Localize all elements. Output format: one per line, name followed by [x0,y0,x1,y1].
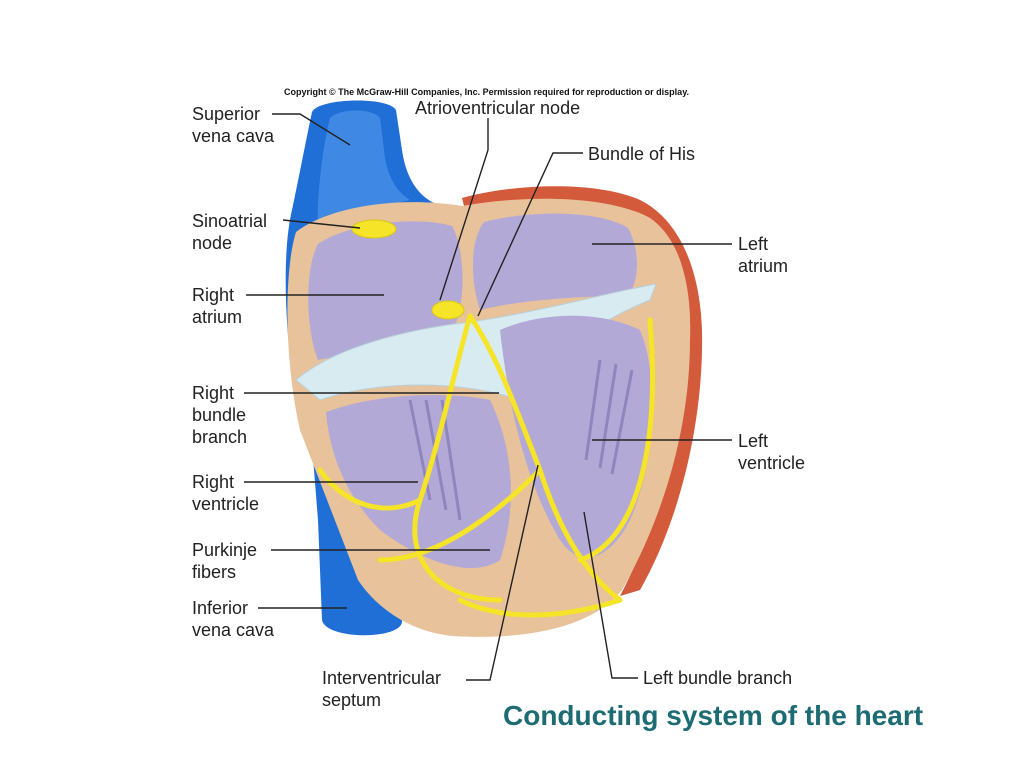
leader-sinoatrial-node [282,219,361,229]
label-interventricular-septum: Interventricular septum [322,668,442,710]
leader-left-bundle-branch [583,511,638,679]
leader-interventricular-septum [466,464,539,681]
label-right-ventricle: Right ventricle [192,472,260,514]
right-atrium-chamber [308,221,463,360]
label-atrioventricular-node: Atrioventricular node [415,98,581,118]
sinoatrial-node-shape [351,219,397,239]
label-superior-vena-cava: Superior vena cava [192,104,275,146]
leader-bundle-of-his [477,152,583,317]
atrioventricular-node-shape [431,300,465,320]
leader-atrioventricular-node [439,118,489,301]
copyright-notice: Copyright © The McGraw-Hill Companies, I… [284,87,690,97]
right-ventricle-chamber [326,395,511,569]
vena-cava-highlight [317,110,410,240]
label-left-ventricle: Left ventricle [738,431,806,473]
label-purkinje-fibers: Purkinje fibers [192,540,258,582]
conduction-system [317,313,655,618]
slide-caption: Conducting system of the heart [503,700,924,731]
label-sinoatrial-node: Sinoatrial node [192,211,268,253]
label-right-atrium: Right atrium [192,285,243,327]
label-left-bundle-branch: Left bundle branch [643,668,793,688]
valve-plane [295,283,657,401]
leader-superior-vena-cava [272,113,351,146]
label-left-atrium: Left atrium [738,234,789,276]
leader-lines [244,113,732,681]
label-bundle-of-his: Bundle of His [588,144,696,164]
label-right-bundle-branch: Right bundle branch [192,383,248,447]
label-inferior-vena-cava: Inferior vena cava [192,598,275,640]
